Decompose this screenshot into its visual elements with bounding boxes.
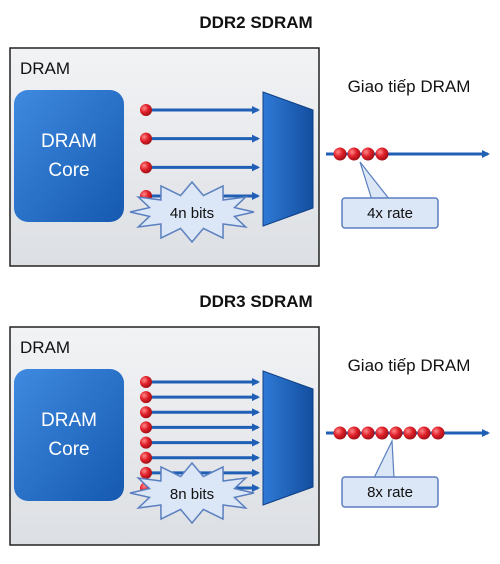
bits-label: 8n bits	[170, 486, 214, 503]
rate-callout-pointer	[373, 438, 395, 479]
external-data-dot	[347, 426, 361, 440]
rate-callout-box	[341, 476, 439, 508]
external-data-dot	[333, 426, 347, 440]
bits-callout-burst	[129, 461, 255, 525]
serializer-mux	[262, 91, 314, 227]
external-data-dot	[375, 426, 389, 440]
internal-data-dot	[140, 104, 152, 116]
core-label-line2: Core	[48, 439, 89, 460]
core-label-line1: DRAM	[41, 410, 97, 431]
section-title: DDR3 SDRAM	[199, 292, 312, 311]
section-ddr3: DDR3 SDRAM DRAM DRAM Core 8n bits Giao t…	[9, 292, 490, 546]
internal-data-lines	[140, 376, 260, 494]
bits-label: 4n bits	[170, 205, 214, 222]
internal-data-dot	[140, 436, 152, 449]
section-title: DDR2 SDRAM	[199, 13, 312, 32]
dram-core-block	[14, 369, 124, 501]
external-data-dot	[431, 426, 445, 440]
external-data-dots	[333, 147, 389, 161]
external-data-dot	[417, 426, 431, 440]
internal-data-dot	[140, 421, 152, 434]
core-label-line1: DRAM	[41, 131, 97, 152]
external-data-dot	[389, 426, 403, 440]
internal-data-dot	[140, 406, 152, 419]
rate-label: 4x rate	[367, 205, 413, 222]
dram-label: DRAM	[20, 338, 70, 357]
rate-callout-pointer	[359, 161, 392, 201]
external-data-dot	[333, 147, 347, 161]
external-data-dot	[375, 147, 389, 161]
core-label-line2: Core	[48, 160, 89, 181]
interface-label: Giao tiếp DRAM	[348, 77, 471, 96]
external-data-dot	[347, 147, 361, 161]
external-data-dot	[403, 426, 417, 440]
bits-callout-burst	[129, 180, 255, 244]
dram-core-block	[14, 90, 124, 222]
external-data-dot	[361, 426, 375, 440]
rate-label: 8x rate	[367, 484, 413, 501]
interface-label: Giao tiếp DRAM	[348, 356, 471, 375]
section-ddr2: DDR2 SDRAM DRAM DRAM Core 4n bits Giao t…	[9, 13, 490, 267]
internal-data-dot	[140, 376, 152, 388]
external-data-dots	[333, 426, 445, 440]
serializer-mux	[262, 370, 314, 506]
dram-label: DRAM	[20, 59, 70, 78]
internal-data-dot	[140, 391, 152, 404]
internal-data-dot	[140, 451, 152, 464]
external-data-dot	[361, 147, 375, 161]
internal-data-dot	[140, 161, 152, 174]
internal-data-dot	[140, 132, 152, 145]
rate-callout-box	[341, 197, 439, 229]
internal-data-dot	[140, 466, 152, 479]
